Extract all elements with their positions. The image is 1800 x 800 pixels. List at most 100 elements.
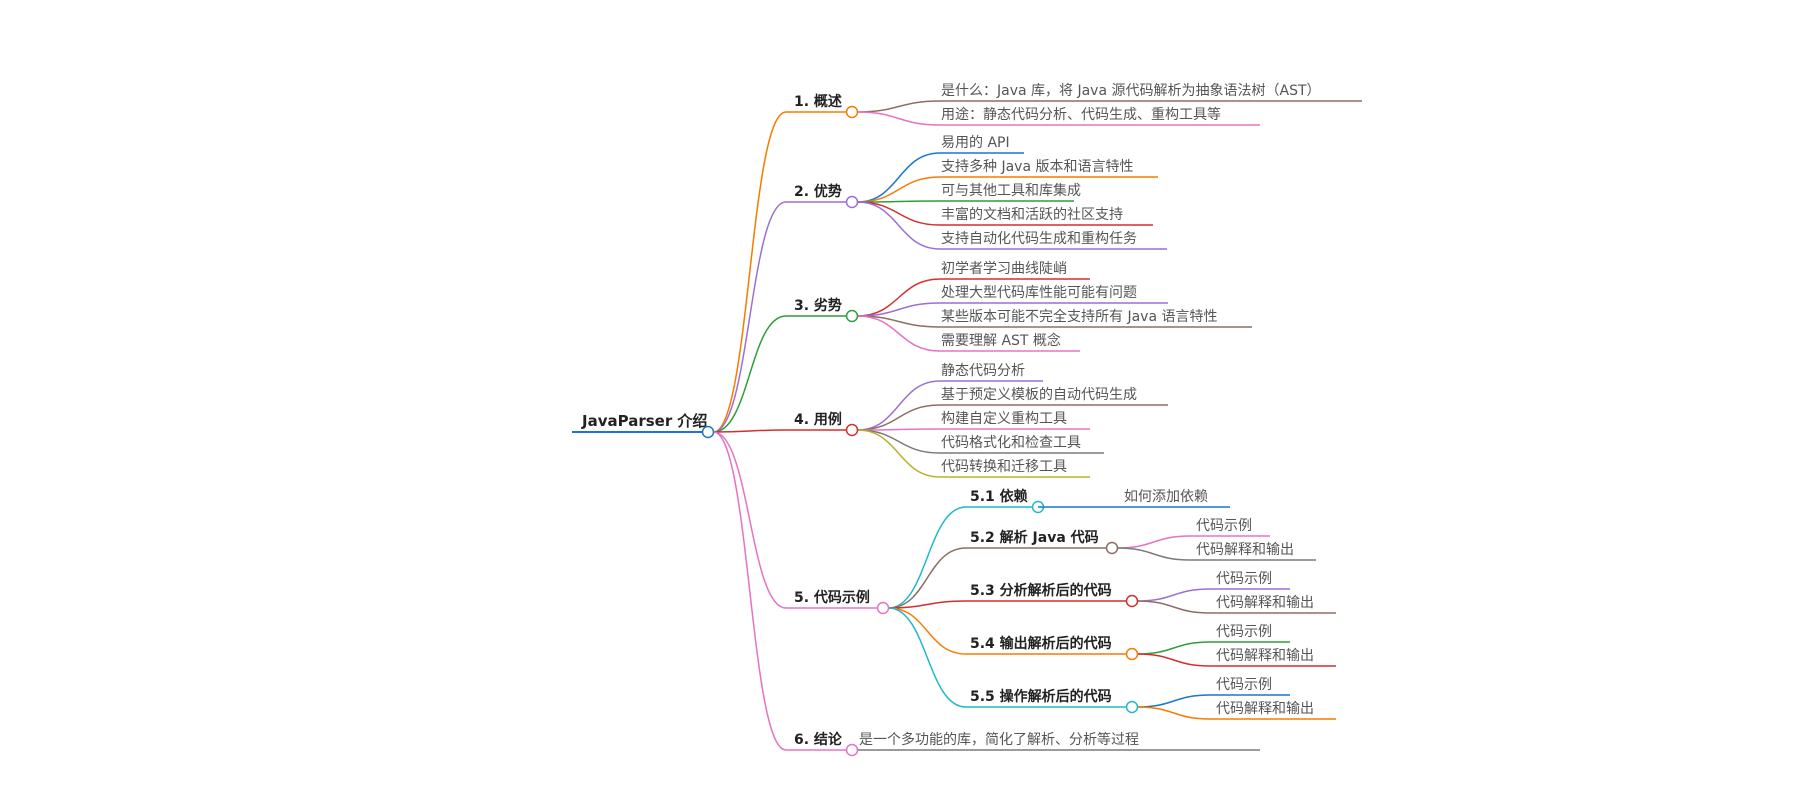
- branch-label-advantages: 2. 优势: [794, 183, 842, 200]
- leaf-label: 是什么：Java 库，将 Java 源代码解析为抽象语法树（AST）: [941, 83, 1321, 99]
- root-label: JavaParser 介绍: [581, 412, 707, 430]
- subtopic-parse-java-code[interactable]: 5.2 解析 Java 代码 代码示例 代码解释和输出: [966, 518, 1316, 561]
- branch-conclusion[interactable]: 6. 结论 是一个多功能的库，简化了解析、分析等过程: [786, 731, 1260, 757]
- branch-advantages[interactable]: 2. 优势 易用的 API 支持多种 Java 版本和语言特性 可与其他工具和库…: [786, 135, 1167, 250]
- branch-label-overview: 1. 概述: [794, 93, 842, 110]
- connector-use-cases: [713, 429, 787, 433]
- connector-leaf: [857, 315, 941, 352]
- leaf-node: 代码示例: [1190, 518, 1270, 537]
- leaf-label: 如何添加依赖: [1124, 489, 1208, 505]
- leaf-label: 支持多种 Java 版本和语言特性: [941, 158, 1133, 175]
- connector-leaf: [857, 278, 941, 317]
- connector-subtopic: [888, 506, 967, 609]
- branch-label-disadvantages: 3. 劣势: [794, 297, 842, 314]
- connectors: [713, 100, 1211, 751]
- subtopic-label: 5.5 操作解析后的代码: [970, 688, 1112, 705]
- branch-collapse-toggle[interactable]: [845, 105, 859, 119]
- connector-subtopic: [888, 600, 967, 609]
- subtopic-label: 5.2 解析 Java 代码: [970, 529, 1099, 546]
- connector-subtopic: [888, 607, 967, 708]
- branch-collapse-toggle[interactable]: [845, 195, 859, 209]
- leaf-node: 可与其他工具和库集成: [940, 182, 1081, 202]
- leaf-label: 构建自定义重构工具: [941, 411, 1067, 427]
- leaf-label: 某些版本可能不完全支持所有 Java 语言特性: [941, 308, 1217, 325]
- connector-leaf: [857, 152, 941, 203]
- connector-leaf: [1137, 653, 1211, 667]
- branch-collapse-toggle[interactable]: [845, 423, 859, 437]
- leaf-node: 某些版本可能不完全支持所有 Java 语言特性: [940, 308, 1252, 328]
- connector-leaf: [1117, 535, 1191, 549]
- subtopic-output-parsed-code[interactable]: 5.4 输出解析后的代码 代码示例 代码解释和输出: [966, 624, 1336, 667]
- leaf-label: 代码示例: [1196, 518, 1252, 534]
- subtopic-collapse-toggle[interactable]: [1125, 700, 1139, 714]
- leaf-node: 是什么：Java 库，将 Java 源代码解析为抽象语法树（AST）: [940, 83, 1362, 102]
- leaf-label: 是一个多功能的库，简化了解析、分析等过程: [859, 731, 1139, 748]
- connector-disadvantages: [713, 315, 787, 433]
- connector-overview: [713, 111, 787, 433]
- leaf-node: 丰富的文档和活跃的社区支持: [940, 206, 1153, 226]
- leaf-label: 代码转换和迁移工具: [941, 458, 1067, 475]
- connector-leaf: [1137, 694, 1211, 708]
- connector-leaf: [857, 429, 941, 478]
- connector-leaf: [1137, 588, 1211, 602]
- branch-collapse-toggle[interactable]: [876, 601, 890, 615]
- leaf-label: 代码示例: [1216, 677, 1272, 693]
- leaf-label: 用途：静态代码分析、代码生成、重构工具等: [941, 106, 1221, 123]
- leaf-node: 静态代码分析: [940, 363, 1043, 382]
- connector-leaf: [857, 404, 941, 431]
- subtopic-dependency[interactable]: 5.1 依赖 如何添加依赖: [966, 488, 1230, 514]
- leaf-node: 需要理解 AST 概念: [940, 332, 1080, 352]
- leaf-node: 易用的 API: [940, 135, 1024, 154]
- leaf-label: 易用的 API: [941, 135, 1010, 151]
- connector-advantages: [713, 201, 787, 433]
- connector-code-examples: [713, 431, 787, 609]
- subtopic-collapse-toggle[interactable]: [1125, 647, 1139, 661]
- branch-collapse-toggle[interactable]: [845, 309, 859, 323]
- connector-leaf: [1117, 547, 1191, 561]
- branch-overview[interactable]: 1. 概述 是什么：Java 库，将 Java 源代码解析为抽象语法树（AST）…: [786, 83, 1362, 126]
- connector-leaf: [1137, 706, 1211, 720]
- leaf-node: 初学者学习曲线陡峭: [940, 260, 1090, 280]
- branch-label-code-examples: 5. 代码示例: [794, 589, 870, 606]
- root-node[interactable]: JavaParser 介绍: [572, 412, 715, 439]
- leaf-label: 支持自动化代码生成和重构任务: [941, 231, 1137, 247]
- leaf-label: 静态代码分析: [941, 363, 1025, 379]
- branch-disadvantages[interactable]: 3. 劣势 初学者学习曲线陡峭 处理大型代码库性能可能有问题 某些版本可能不完全…: [786, 260, 1252, 352]
- subtopic-analyze-parsed-code[interactable]: 5.3 分析解析后的代码 代码示例 代码解释和输出: [966, 571, 1336, 614]
- leaf-label: 代码解释和输出: [1196, 542, 1294, 558]
- subtopic-manipulate-parsed-code[interactable]: 5.5 操作解析后的代码 代码示例 代码解释和输出: [966, 677, 1336, 720]
- leaf-node: 代码解释和输出: [1210, 648, 1336, 667]
- leaf-label: 代码解释和输出: [1216, 701, 1314, 717]
- leaf-node: 如何添加依赖: [1038, 489, 1230, 508]
- leaf-node: 代码转换和迁移工具: [940, 458, 1090, 478]
- connector-leaf: [857, 429, 941, 454]
- leaf-node: 代码格式化和检查工具: [940, 435, 1104, 454]
- connector-subtopic: [888, 607, 967, 655]
- subtopic-collapse-toggle[interactable]: [1105, 541, 1119, 555]
- leaf-node: 用途：静态代码分析、代码生成、重构工具等: [940, 106, 1260, 126]
- connector-leaf: [1137, 641, 1211, 655]
- connector-leaf: [857, 201, 941, 226]
- leaf-node: 处理大型代码库性能可能有问题: [940, 285, 1168, 304]
- leaf-node: 代码解释和输出: [1210, 701, 1336, 720]
- connector-leaf: [857, 201, 941, 250]
- branch-label-use-cases: 4. 用例: [794, 411, 842, 428]
- leaf-label: 代码解释和输出: [1216, 595, 1314, 611]
- connector-leaf: [857, 100, 941, 113]
- branch-label-conclusion: 6. 结论: [794, 731, 843, 748]
- branch-code-examples[interactable]: 5. 代码示例 5.1 依赖 如何添加依赖 5.2 解析 Java 代码 代码示…: [786, 488, 1336, 720]
- connector-leaf: [857, 176, 941, 203]
- branch-collapse-toggle[interactable]: [845, 743, 859, 757]
- leaf-label: 代码格式化和检查工具: [941, 435, 1081, 451]
- branch-use-cases[interactable]: 4. 用例 静态代码分析 基于预定义模板的自动代码生成 构建自定义重构工具 代码…: [786, 363, 1168, 478]
- subtopic-collapse-toggle[interactable]: [1125, 594, 1139, 608]
- leaf-label: 需要理解 AST 概念: [941, 332, 1061, 349]
- leaf-label: 代码示例: [1216, 571, 1272, 587]
- leaf-node: 代码示例: [1210, 677, 1290, 696]
- root-collapse-toggle[interactable]: [701, 425, 715, 439]
- subtopic-label: 5.1 依赖: [970, 488, 1028, 505]
- leaf-node: 代码解释和输出: [1190, 542, 1316, 561]
- subtopic-label: 5.4 输出解析后的代码: [970, 635, 1112, 652]
- leaf-label: 初学者学习曲线陡峭: [941, 260, 1067, 277]
